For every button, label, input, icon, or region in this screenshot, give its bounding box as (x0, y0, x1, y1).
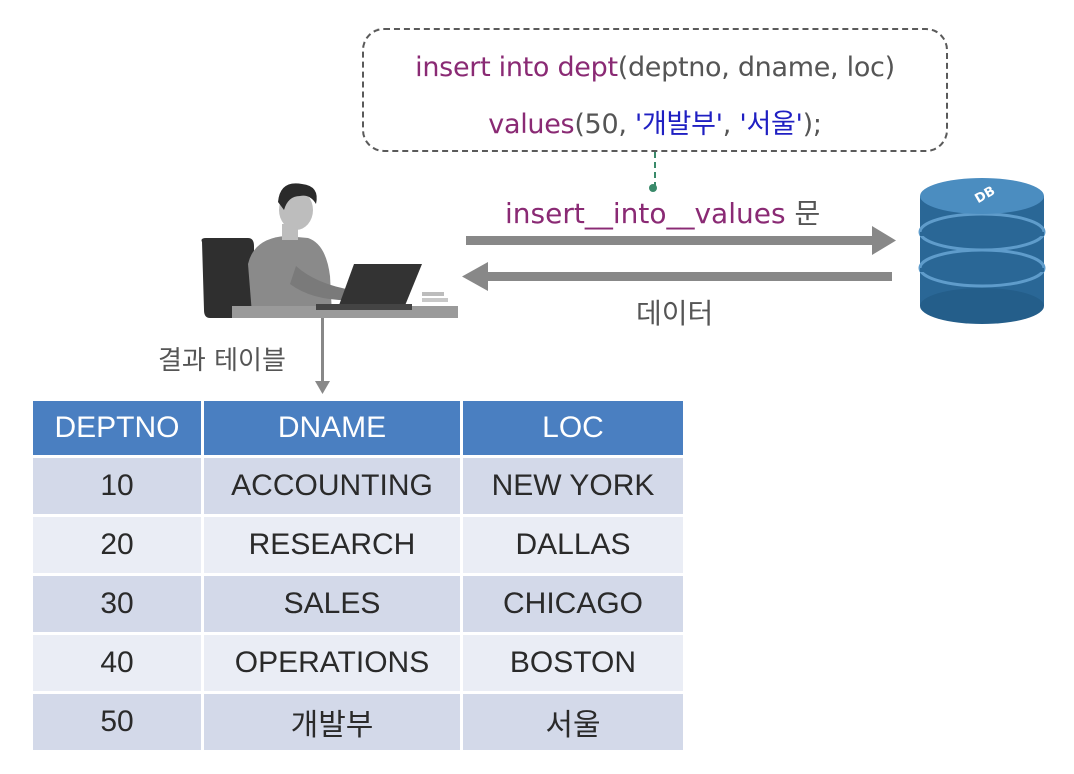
cell-loc: BOSTON (463, 635, 686, 694)
table-row: 40 OPERATIONS BOSTON (33, 635, 686, 694)
sql-insert-into-keyword: insert into (415, 52, 550, 83)
cell-dname: ACCOUNTING (204, 458, 463, 517)
sql-connector-line (654, 152, 656, 188)
sql-values-separator: , (722, 109, 740, 140)
request-label-text: insert__into__values (505, 197, 786, 230)
request-label: insert__into__values 문 (505, 192, 820, 232)
sql-string-loc: '서울' (739, 109, 803, 140)
cell-dname: SALES (204, 576, 463, 635)
sql-line-2: values(50, '개발부', '서울'); (364, 102, 946, 141)
sql-values-open: (50, (574, 109, 635, 140)
sql-values-close: ); (802, 109, 822, 140)
cell-dname: 개발부 (204, 694, 463, 753)
table-row: 10 ACCOUNTING NEW YORK (33, 458, 686, 517)
request-arrow (466, 226, 896, 255)
response-label: 데이터 (636, 297, 714, 330)
header-dname: DNAME (204, 401, 463, 458)
table-row: 50 개발부 서울 (33, 694, 686, 753)
cell-deptno: 50 (33, 694, 204, 753)
cell-dname: RESEARCH (204, 517, 463, 576)
cell-loc: CHICAGO (463, 576, 686, 635)
cell-loc: NEW YORK (463, 458, 686, 517)
sql-statement-box: insert into dept(deptno, dname, loc) val… (362, 28, 948, 152)
result-table-label: 결과 테이블 (158, 346, 286, 376)
cell-deptno: 20 (33, 517, 204, 576)
header-deptno: DEPTNO (33, 401, 204, 458)
cell-dname: OPERATIONS (204, 635, 463, 694)
table-row: 30 SALES CHICAGO (33, 576, 686, 635)
cell-deptno: 30 (33, 576, 204, 635)
user-at-laptop-icon (201, 183, 458, 318)
cell-loc: DALLAS (463, 517, 686, 576)
sql-column-list: (deptno, dname, loc) (617, 52, 895, 83)
response-arrow (462, 262, 892, 291)
sql-table-name: dept (557, 52, 618, 83)
sql-connector-dot (649, 184, 657, 192)
cell-loc: 서울 (463, 694, 686, 753)
sql-string-dname: '개발부' (634, 109, 723, 140)
header-loc: LOC (463, 401, 686, 458)
database-icon: DB (918, 178, 1046, 324)
result-arrow (315, 315, 330, 394)
cell-deptno: 10 (33, 458, 204, 517)
table-row: 20 RESEARCH DALLAS (33, 517, 686, 576)
result-table: DEPTNO DNAME LOC 10 ACCOUNTING NEW YORK … (33, 401, 686, 753)
request-label-suffix: 문 (785, 197, 821, 230)
cell-deptno: 40 (33, 635, 204, 694)
sql-values-keyword: values (488, 109, 575, 140)
sql-line-1: insert into dept(deptno, dname, loc) (364, 52, 946, 83)
table-header-row: DEPTNO DNAME LOC (33, 401, 686, 458)
